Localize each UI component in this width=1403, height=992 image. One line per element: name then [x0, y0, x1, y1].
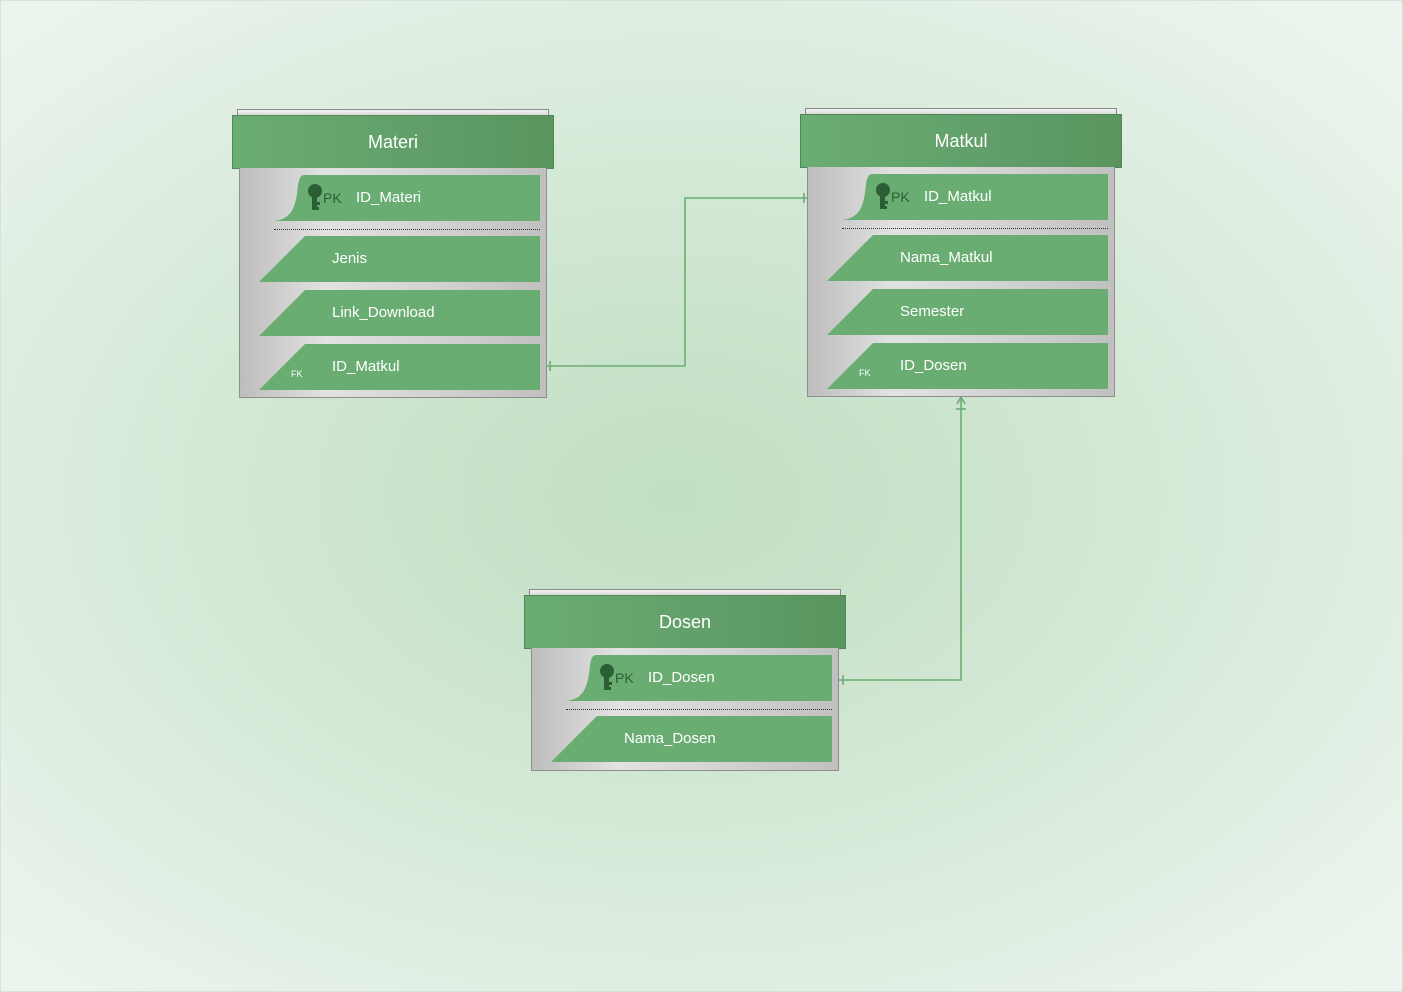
pk-field-name: ID_Materi — [356, 189, 422, 206]
key-divider — [274, 229, 540, 230]
attribute-name: Semester — [900, 303, 965, 320]
entity-dosen[interactable]: Dosen PK ID_Dosen Nama_Dosen — [524, 589, 846, 773]
attribute-row[interactable]: Nama_Dosen — [551, 716, 832, 762]
attribute-name: Link_Download — [332, 304, 435, 321]
key-divider — [842, 228, 1108, 229]
fk-badge: FK — [859, 368, 871, 378]
entity-tab — [237, 109, 549, 117]
connector-materi-matkul — [539, 197, 808, 367]
attribute-row[interactable]: Jenis — [259, 236, 540, 282]
attribute-row[interactable]: Nama_Matkul — [827, 235, 1108, 281]
key-divider — [566, 709, 832, 710]
entity-materi[interactable]: Materi PK ID_Materi Jenis Link_Download … — [232, 109, 554, 399]
attribute-name: Jenis — [332, 250, 368, 267]
key-icon — [600, 664, 614, 690]
attribute-row[interactable]: Semester — [827, 289, 1108, 335]
pk-row[interactable]: PK ID_Matkul — [842, 174, 1108, 220]
attribute-name: Nama_Matkul — [900, 249, 993, 266]
fk-field-name: ID_Matkul — [332, 358, 400, 375]
fk-row[interactable]: FK ID_Matkul — [259, 344, 540, 390]
connector-matkul-dosen — [831, 397, 962, 681]
fk-field-name: ID_Dosen — [900, 357, 967, 374]
entity-title[interactable]: Matkul — [800, 114, 1122, 168]
pk-field-name: ID_Matkul — [924, 188, 992, 205]
pk-row-shape — [274, 175, 540, 221]
key-icon — [308, 184, 322, 210]
key-icon — [876, 183, 890, 209]
pk-badge: PK — [891, 189, 910, 205]
pk-badge: PK — [323, 190, 342, 206]
attribute-name: Nama_Dosen — [624, 730, 716, 747]
pk-badge: PK — [615, 670, 634, 686]
fk-badge: FK — [291, 369, 303, 379]
fk-row[interactable]: FK ID_Dosen — [827, 343, 1108, 389]
pk-field-name: ID_Dosen — [648, 669, 715, 686]
entity-title[interactable]: Dosen — [524, 595, 846, 649]
attribute-row[interactable]: Link_Download — [259, 290, 540, 336]
entity-title[interactable]: Materi — [232, 115, 554, 169]
entity-body: PK ID_Materi Jenis Link_Download FK ID_M… — [239, 168, 547, 398]
entity-tab — [529, 589, 841, 597]
entity-tab — [805, 108, 1117, 116]
entity-body: PK ID_Dosen Nama_Dosen — [531, 648, 839, 771]
entity-matkul[interactable]: Matkul PK ID_Matkul Nama_Matkul Semester… — [800, 108, 1122, 398]
pk-row[interactable]: PK ID_Dosen — [566, 655, 832, 701]
entity-body: PK ID_Matkul Nama_Matkul Semester FK ID_… — [807, 167, 1115, 397]
pk-row[interactable]: PK ID_Materi — [274, 175, 540, 221]
